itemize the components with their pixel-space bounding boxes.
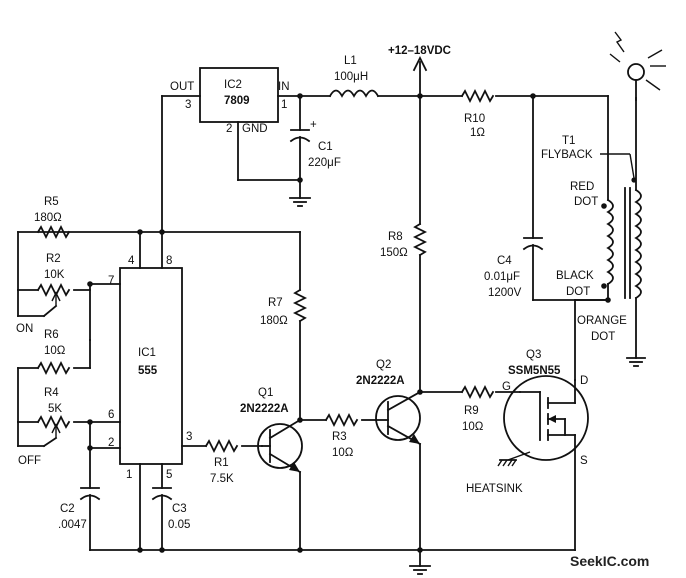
ic2-gnd-label: GND <box>242 123 268 135</box>
ic2-out-label: OUT <box>170 81 194 93</box>
heatsink-label: HEATSINK <box>466 483 523 495</box>
c4-ref: C4 <box>497 255 512 267</box>
c1-ref: C1 <box>318 141 333 153</box>
t1-orange-dot-1: ORANGE <box>577 315 627 327</box>
q2-transistor <box>375 390 463 551</box>
r7-value: 180Ω <box>260 315 288 327</box>
r1-resistor <box>181 438 263 454</box>
q3-drain-label: D <box>580 375 588 387</box>
ic1-pin2: 2 <box>108 437 114 449</box>
ic1-part: 555 <box>138 365 158 377</box>
c1-value: 220μF <box>308 157 341 169</box>
r7-resistor <box>292 231 308 423</box>
q3-mosfet <box>497 375 589 551</box>
r10-resistor <box>460 88 495 104</box>
r3-resistor <box>299 412 377 428</box>
watermark: SeekIC.com <box>570 553 649 569</box>
c4-voltage: 1200V <box>488 287 522 299</box>
c1-capacitor <box>289 93 311 207</box>
c3-value: 0.05 <box>168 519 190 531</box>
r1-value: 7.5K <box>210 473 234 485</box>
r6-ref: R6 <box>44 329 59 341</box>
ground-rail <box>89 547 576 575</box>
ic2-in-label: IN <box>278 81 290 93</box>
l1-ref: L1 <box>344 55 357 67</box>
c1-polarity: + <box>310 119 317 131</box>
q1-ref: Q1 <box>258 387 273 399</box>
t1-black-dot-1: BLACK <box>556 270 594 282</box>
q1-transistor <box>257 418 303 551</box>
r4-value: 5K <box>48 403 62 415</box>
t1-type: FLYBACK <box>541 149 593 161</box>
r4-potentiometer <box>17 414 121 451</box>
ic1-pin7: 7 <box>108 275 114 287</box>
r3-ref: R3 <box>332 431 347 443</box>
r9-resistor <box>460 384 521 400</box>
c4-value: 0.01μF <box>484 271 520 283</box>
c2-value: .0047 <box>58 519 87 531</box>
r4-ref: R4 <box>44 387 59 399</box>
supply-rail <box>277 55 609 201</box>
ic1-555-timer <box>17 229 301 465</box>
r5-value: 180Ω <box>34 212 62 224</box>
r6-value: 10Ω <box>44 345 66 357</box>
c2-capacitor <box>79 447 101 551</box>
ic2-pin3: 3 <box>185 99 191 111</box>
l1-value: 100μH <box>334 71 368 83</box>
on-label: ON <box>16 323 33 335</box>
spark-gap-icon <box>609 31 666 101</box>
r10-value: 1Ω <box>470 127 485 139</box>
t1-red-dot-2: DOT <box>574 196 598 208</box>
ic1-pin5: 5 <box>166 469 172 481</box>
l1-inductor <box>328 89 380 98</box>
t1-red-dot-1: RED <box>570 181 594 193</box>
supply-voltage-label: +12–18VDC <box>388 45 451 57</box>
r2-potentiometer <box>17 281 121 341</box>
r5-resistor <box>17 224 71 291</box>
ic2-regulator <box>161 67 301 233</box>
ic1-pin3: 3 <box>186 431 192 443</box>
r7-ref: R7 <box>268 297 283 309</box>
r3-value: 10Ω <box>332 447 354 459</box>
r8-value: 150Ω <box>380 247 408 259</box>
ic2-pin2: 2 <box>226 123 232 135</box>
ic2-ref: IC2 <box>224 79 242 91</box>
r2-ref: R2 <box>46 253 61 265</box>
ic2-pin1: 1 <box>281 99 287 111</box>
ic1-pin4: 4 <box>128 255 135 267</box>
ic1-pin8: 8 <box>166 255 172 267</box>
q1-part: 2N2222A <box>240 403 289 415</box>
c2-ref: C2 <box>60 503 75 515</box>
r6-resistor <box>17 339 91 423</box>
t1-black-dot-2: DOT <box>566 286 590 298</box>
r9-ref: R9 <box>464 405 479 417</box>
q2-ref: Q2 <box>376 359 391 371</box>
ic1-pin1: 1 <box>126 469 132 481</box>
t1-orange-dot-2: DOT <box>591 331 615 343</box>
q3-source-label: S <box>580 455 588 467</box>
r5-ref: R5 <box>44 196 59 208</box>
r1-ref: R1 <box>214 457 229 469</box>
r8-ref: R8 <box>388 231 403 243</box>
r8-resistor <box>412 95 428 395</box>
r9-value: 10Ω <box>462 421 484 433</box>
ic2-part: 7809 <box>224 95 250 107</box>
ic1-pin6: 6 <box>108 409 114 421</box>
c3-capacitor <box>137 463 173 553</box>
q2-part: 2N2222A <box>356 375 405 387</box>
r10-ref: R10 <box>464 113 485 125</box>
q3-gate-label: G <box>502 381 511 393</box>
q3-ref: Q3 <box>526 349 541 361</box>
t1-flyback-transformer <box>574 97 646 381</box>
r2-value: 10K <box>44 269 65 281</box>
ic1-ref: IC1 <box>138 347 156 359</box>
c3-ref: C3 <box>172 503 187 515</box>
off-label: OFF <box>18 455 41 467</box>
t1-ref: T1 <box>562 135 575 147</box>
q3-part: SSM5N55 <box>508 365 561 377</box>
